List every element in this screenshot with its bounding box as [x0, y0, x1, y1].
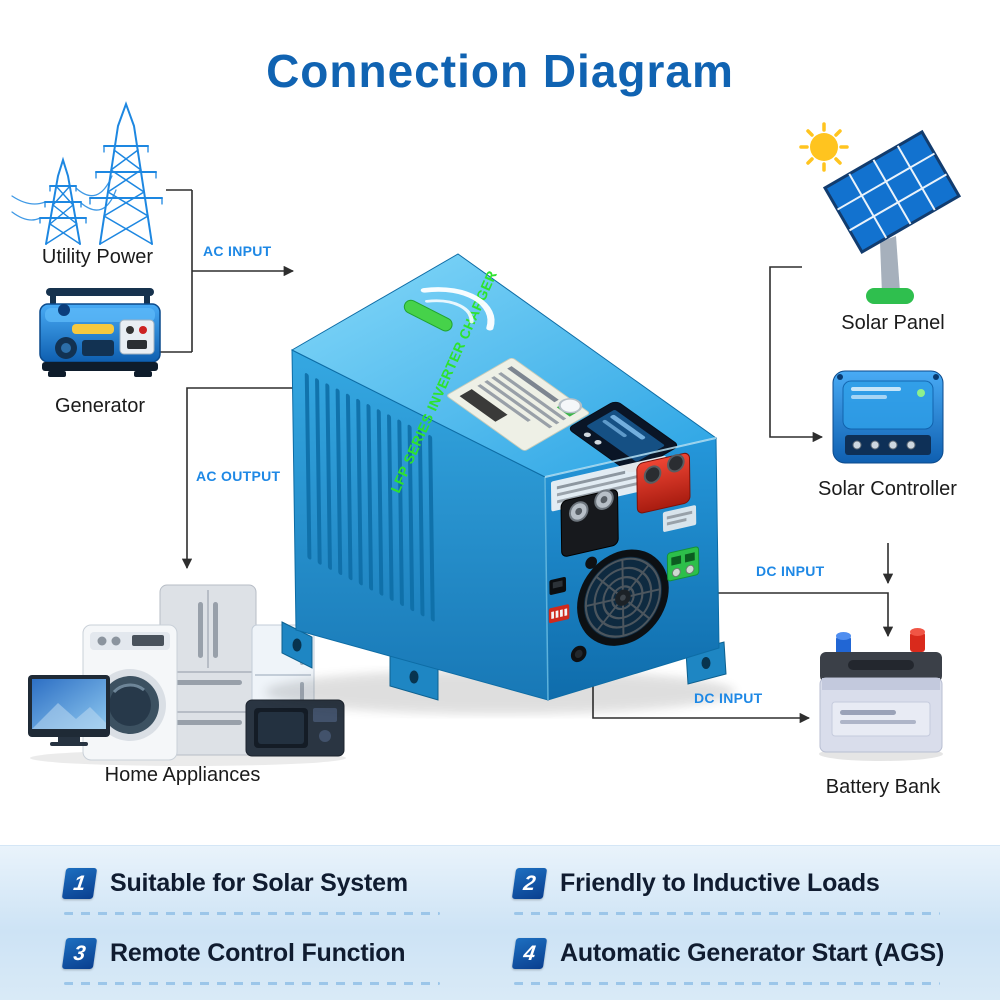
solar-controller-label: Solar Controller — [818, 478, 957, 500]
home-appliances-label: Home Appliances — [104, 764, 261, 786]
inverter-to-battery-line — [690, 592, 894, 638]
bolt — [585, 556, 597, 569]
brand-swoosh-icon — [420, 287, 495, 331]
dashed-divider — [64, 982, 440, 985]
inverter-vents — [304, 373, 435, 622]
solar-panel-icon — [822, 129, 962, 304]
battery-icon — [819, 628, 943, 761]
terminal-cover-red — [636, 452, 691, 514]
utility-generator-junction-line — [160, 189, 193, 353]
dc-input-label-bottom: DC INPUT — [694, 690, 763, 706]
battery-terminal-red — [910, 632, 925, 652]
feature-number-badge: 4 — [511, 937, 548, 969]
diagram-canvas: LFP SERIES INVERTER CHARGER — [11, 101, 962, 766]
power-button — [558, 398, 583, 414]
feature-number-badge: 2 — [511, 867, 548, 899]
charge-controller-icon — [832, 370, 944, 464]
solar-panel-to-controller-line — [769, 266, 824, 443]
terminal-cover-black — [560, 489, 619, 557]
ac-output-line — [181, 387, 308, 570]
power-wires — [11, 175, 117, 221]
feature-item-1: 1 Suitable for Solar System — [61, 866, 408, 900]
ac-input-label: AC INPUT — [203, 243, 272, 259]
inverter-green-banner — [403, 299, 453, 332]
battery-bank-label: Battery Bank — [825, 776, 941, 798]
lcd-display — [569, 401, 678, 473]
sun-icon — [799, 122, 849, 172]
feature-item-2: 2 Friendly to Inductive Loads — [511, 866, 880, 900]
dashed-divider — [64, 912, 440, 915]
solar-panel-label: Solar Panel — [841, 312, 945, 334]
utility-power-label: Utility Power — [41, 246, 154, 268]
inverter-top-decals — [420, 287, 678, 473]
fan-icon — [577, 549, 669, 646]
page-title: Connection Diagram — [266, 45, 734, 97]
dip-switch — [548, 604, 570, 624]
dashed-divider — [514, 982, 940, 985]
feature-item-4: 4 Automatic Generator Start (AGS) — [511, 936, 945, 970]
feature-number-badge: 3 — [61, 937, 98, 969]
tv-icon — [28, 675, 110, 746]
transmission-tower-icon — [11, 101, 163, 245]
feature-label: Friendly to Inductive Loads — [560, 868, 880, 897]
features-panel: 1 Suitable for Solar System 2 Friendly t… — [0, 845, 1000, 1000]
fridge-icon — [159, 584, 257, 756]
battery-terminal-blue — [836, 636, 851, 656]
feature-number-badge: 1 — [61, 867, 98, 899]
inverter-front-panel — [548, 452, 700, 663]
dashed-divider — [514, 912, 940, 915]
generator-label: Generator — [54, 395, 146, 417]
microwave-icon — [245, 699, 345, 757]
feature-label: Suitable for Solar System — [110, 868, 408, 897]
portable-generator-icon — [39, 288, 161, 377]
inverter-image: LFP SERIES INVERTER CHARGER — [265, 253, 735, 714]
green-terminal-block — [666, 546, 700, 582]
feature-item-3: 3 Remote Control Function — [61, 936, 406, 970]
dc-input-label-battery: DC INPUT — [756, 563, 825, 579]
feature-label: Automatic Generator Start (AGS) — [560, 938, 945, 967]
feature-label: Remote Control Function — [110, 938, 406, 967]
ac-output-label: AC OUTPUT — [196, 468, 281, 484]
